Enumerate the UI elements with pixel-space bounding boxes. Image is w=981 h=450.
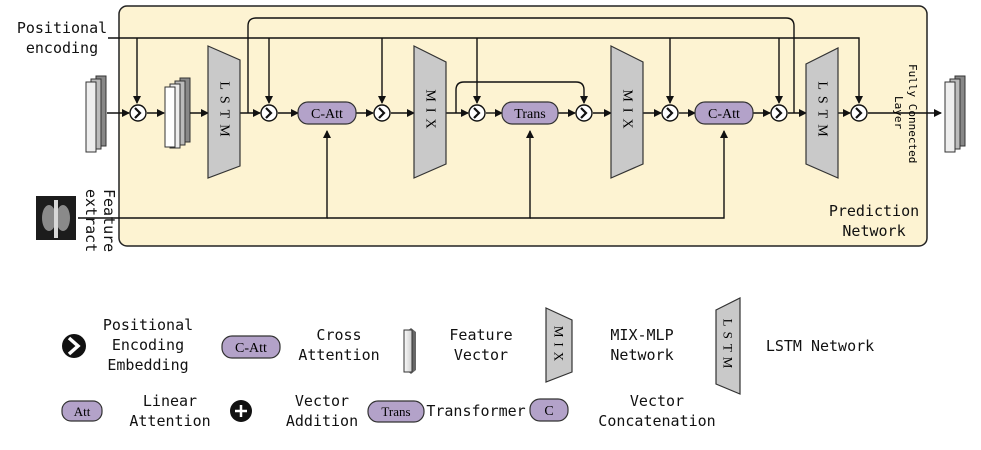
legend-concat-text-2: Concatenation [598,412,715,430]
legend-cross-attention-text-2: Attention [298,346,379,364]
legend-addition-text-2: Addition [286,412,358,430]
prediction-network-panel [118,5,928,247]
positional-encoding-label: Positional [17,19,107,37]
legend-linear-attention-badge-text: Att [74,404,91,419]
positional-encoding-label-2: encoding [26,39,98,57]
legend-transformer-badge-text: Trans [381,404,410,419]
cross-attention-block-1-label: C-Att [311,107,343,122]
input-feature-stack [85,75,107,153]
cross-attention-block-1 [297,101,357,125]
legend-lstm-badge [715,297,741,395]
feature-extract-label-2: extract [82,189,100,252]
legend-feature-vector-text-1: Feature [449,326,512,344]
legend-mix-badge [545,307,573,383]
transformer-block-label: Trans [514,107,545,122]
legend-cross-attention-badge-text: C-Att [235,341,267,356]
lstm-block-1 [207,45,241,179]
cross-attention-block-2 [694,101,754,125]
legend-concat-text-1: Vector [630,392,684,410]
legend-concat-badge-text: C [544,404,553,419]
fully-connected-label-2: Layer [892,96,905,129]
pe-nodes [129,104,868,122]
pe-node-chevrons [134,107,863,119]
legend-pe-text-3: Embedding [107,356,188,374]
legend-pe-icon [62,334,86,358]
cross-attention-block-2-label: C-Att [708,107,740,122]
legend-linear-attention-text-1: Linear [143,392,197,410]
legend-linear-attention-badge [61,400,103,422]
feature-extract-tab [82,190,118,250]
legend-mix-mlp-text-2: Network [610,346,673,364]
legend-cross-attention-badge [221,335,281,359]
legend-pe-text-1: Positional [103,316,193,334]
xray-image [36,196,76,240]
legend-transformer-text: Transformer [426,402,525,420]
lstm-block-2-label: LSTM [815,81,830,142]
feature-stack-2 [164,77,191,149]
legend: Positional Encoding Embedding C-Att Cros… [61,297,874,430]
legend-addition-text-1: Vector [295,392,349,410]
output-feature-stack [944,75,966,153]
legend-cross-attention-text-1: Cross [316,326,361,344]
legend-mix-badge-text: MIX [552,326,567,366]
connections [78,17,942,219]
legend-linear-attention-text-2: Attention [129,412,210,430]
legend-lstm-text: LSTM Network [766,337,874,355]
legend-transformer-badge [367,400,425,423]
fully-connected-label: Fully Connected [906,64,919,163]
transformer-block [501,101,559,125]
legend-mix-mlp-text-1: MIX-MLP [610,326,673,344]
feature-extract-label: Feature [100,189,118,252]
prediction-network-label-2: Network [842,222,905,240]
lstm-block-1-label: LSTM [217,81,232,142]
legend-lstm-badge-text: LSTM [721,319,736,374]
legend-feature-vector-icon [403,328,416,374]
mix-block-1 [413,45,447,179]
legend-feature-vector-text-2: Vector [454,346,508,364]
lstm-block-2 [805,47,839,179]
mix-block-2 [610,45,644,179]
mix-block-2-label: MIX [620,89,635,134]
prediction-network-label: Prediction [829,202,919,220]
legend-concat-badge [529,398,569,422]
mix-block-1-label: MIX [423,89,438,134]
legend-pe-text-2: Encoding [112,336,184,354]
